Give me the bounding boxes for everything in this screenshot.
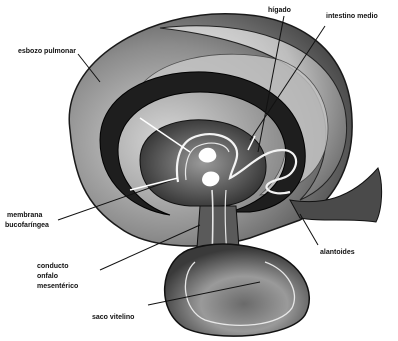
label-intestino-medio: intestino medio — [326, 12, 378, 21]
gut-region — [140, 120, 266, 206]
label-onfalo: onfalo — [37, 272, 58, 281]
label-alantoides: alantoides — [320, 248, 355, 257]
label-saco-vitelino: saco vitelino — [92, 313, 134, 322]
label-conducto: conducto — [37, 262, 69, 271]
label-bucofaringea: bucofaríngea — [5, 221, 49, 230]
label-higado: hígado — [268, 6, 291, 15]
label-mesenterico: mesentérico — [37, 282, 78, 291]
label-membrana: membrana — [7, 211, 42, 220]
yolk-sac — [165, 244, 310, 336]
label-esbozo-pulmonar: esbozo pulmonar — [18, 47, 76, 56]
